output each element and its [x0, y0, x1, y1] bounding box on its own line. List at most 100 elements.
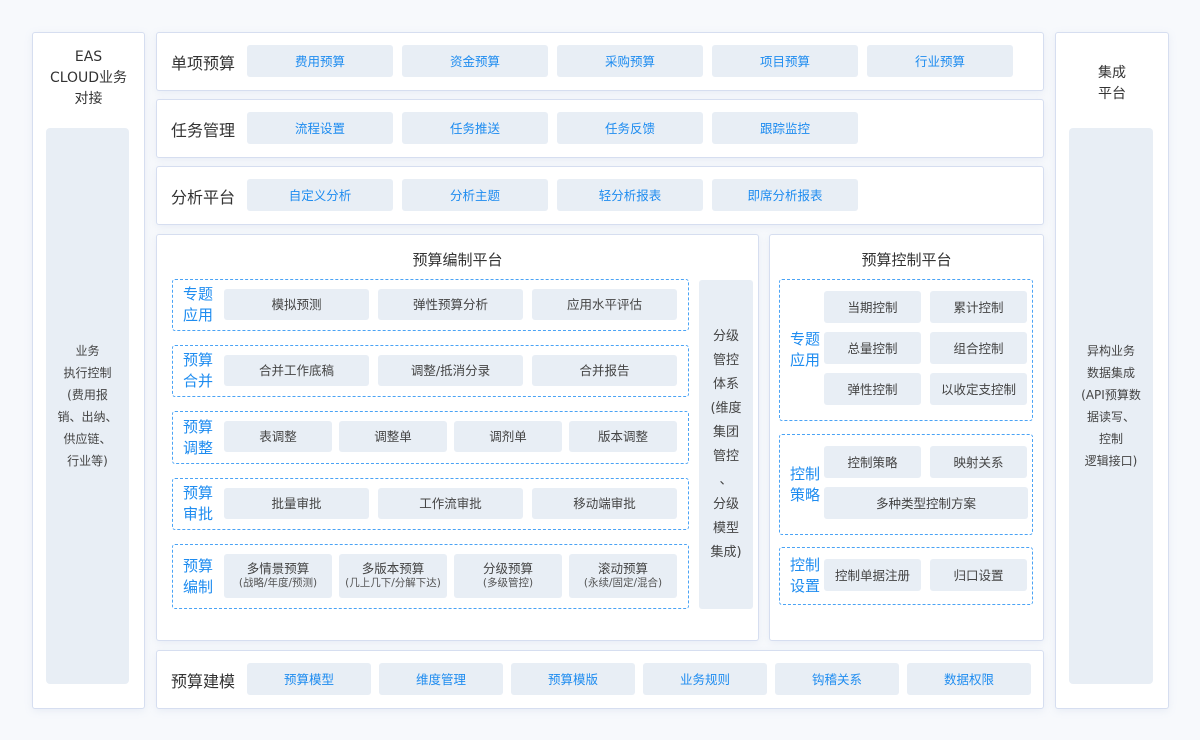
feature-button-label: 调剂单: [489, 429, 527, 444]
feature-button-label: 模拟预测: [271, 297, 322, 312]
module-button[interactable]: 采购预算: [557, 45, 703, 77]
control-group: 控制 设置控制单据注册归口设置: [779, 547, 1033, 605]
row-buttons: 自定义分析分析主题轻分析报表即席分析报表: [247, 179, 858, 211]
modeling-button[interactable]: 维度管理: [379, 663, 503, 695]
control-button[interactable]: 控制策略: [824, 446, 921, 478]
group-label: 控制 设置: [790, 556, 821, 595]
hierarchical-control-box: 分级 管控 体系 (维度 集团 管控 、 分级 模型 集成): [699, 280, 753, 609]
control-group: 专题 应用当期控制累计控制总量控制组合控制弹性控制以收定支控制: [779, 279, 1033, 421]
modeling-button[interactable]: 预算模版: [511, 663, 635, 695]
feature-button[interactable]: 调整/抵消分录: [378, 355, 523, 386]
row-buttons: 流程设置任务推送任务反馈跟踪监控: [247, 112, 858, 144]
feature-button-label: 工作流审批: [419, 496, 482, 511]
module-row: 分析平台自定义分析分析主题轻分析报表即席分析报表: [156, 166, 1044, 225]
feature-button-label: 弹性预算分析: [412, 297, 488, 312]
group-buttons: 控制策略映射关系多种类型控制方案: [824, 446, 1029, 519]
control-button[interactable]: 累计控制: [930, 291, 1027, 323]
feature-button-label: 合并工作底稿: [258, 363, 334, 378]
compile-group: 预算 审批批量审批工作流审批移动端审批: [172, 478, 689, 530]
compile-group: 专题 应用模拟预测弹性预算分析应用水平评估: [172, 279, 689, 331]
control-button[interactable]: 控制单据注册: [824, 559, 921, 591]
module-button[interactable]: 资金预算: [402, 45, 548, 77]
eas-cloud-title: EAS CLOUD业务 对接: [49, 49, 128, 107]
compile-group: 预算 合并 合并工作底稿 调整/抵消分录 合并报告: [172, 345, 689, 397]
module-button[interactable]: 费用预算: [247, 45, 393, 77]
feature-button-label: 分级预算: [482, 561, 533, 576]
business-execution-box: 业务 执行控制 (费用报 销、出纳、 供应链、 行业等): [46, 128, 129, 684]
feature-button[interactable]: 合并报告: [532, 355, 677, 386]
feature-button-label: 合并报告: [579, 363, 630, 378]
feature-button-sublabel: (几上几下/分解下达): [345, 577, 441, 589]
feature-button-label: 表调整: [259, 429, 297, 444]
row-label: 单项预算: [171, 53, 236, 73]
feature-button[interactable]: 调整单: [339, 421, 447, 452]
modeling-button[interactable]: 钩稽关系: [775, 663, 899, 695]
feature-button-label: 滚动预算: [597, 561, 648, 576]
module-button[interactable]: 跟踪监控: [712, 112, 858, 144]
feature-button[interactable]: 多情景预算(战略/年度/预测): [224, 554, 332, 598]
control-button[interactable]: 弹性控制: [824, 373, 921, 405]
module-button[interactable]: 轻分析报表: [557, 179, 703, 211]
group-buttons: 表调整 调整单 调剂单 版本调整: [224, 421, 677, 452]
feature-button-sublabel: (战略/年度/预测): [238, 577, 318, 589]
group-label: 预算 合并: [183, 351, 214, 390]
control-button[interactable]: 多种类型控制方案: [824, 487, 1028, 519]
compile-platform-title: 预算编制平台: [412, 251, 503, 269]
compile-group: 预算 调整 表调整 调整单 调剂单 版本调整: [172, 411, 689, 464]
control-button[interactable]: 当期控制: [824, 291, 921, 323]
module-row: 任务管理流程设置任务推送任务反馈跟踪监控: [156, 99, 1044, 158]
feature-button[interactable]: 移动端审批: [532, 488, 677, 519]
control-button[interactable]: 映射关系: [930, 446, 1027, 478]
feature-button-label: 多版本预算: [361, 561, 425, 576]
feature-button[interactable]: 批量审批: [224, 488, 369, 519]
integration-platform-panel: 集成 平台 异构业务 数据集成 (API预算数 据读写、 控制 逻辑接口): [1055, 32, 1169, 709]
module-button[interactable]: 即席分析报表: [712, 179, 858, 211]
group-label: 控制 策略: [790, 464, 821, 504]
feature-button-label: 移动端审批: [573, 496, 636, 511]
modeling-button[interactable]: 预算模型: [247, 663, 371, 695]
control-button[interactable]: 以收定支控制: [930, 373, 1027, 405]
heterogeneous-integration-box: 异构业务 数据集成 (API预算数 据读写、 控制 逻辑接口): [1069, 128, 1153, 684]
module-button[interactable]: 行业预算: [867, 45, 1013, 77]
group-buttons: 模拟预测 弹性预算分析 应用水平评估: [224, 289, 677, 320]
group-buttons: 合并工作底稿 调整/抵消分录 合并报告: [224, 355, 677, 386]
group-label: 预算 编制: [183, 556, 214, 596]
group-label: 预算 调整: [183, 417, 214, 457]
feature-button[interactable]: 合并工作底稿: [224, 355, 369, 386]
feature-button-label: 版本调整: [597, 429, 648, 444]
feature-button-sublabel: (多级管控): [482, 577, 534, 589]
compile-platform: 预算编制平台 专题 应用模拟预测弹性预算分析应用水平评估预算 合并合并工作底稿调…: [156, 234, 759, 641]
eas-cloud-panel: EAS CLOUD业务 对接 业务 执行控制 (费用报 销、出纳、 供应链、 行…: [32, 32, 145, 709]
feature-button-sublabel: (永续/固定/混合): [583, 577, 663, 589]
control-platform-title: 预算控制平台: [861, 251, 952, 269]
modeling-button[interactable]: 数据权限: [907, 663, 1031, 695]
feature-button[interactable]: 分级预算(多级管控): [454, 554, 562, 598]
module-button[interactable]: 项目预算: [712, 45, 858, 77]
group-buttons: 多情景预算(战略/年度/预测)多版本预算(几上几下/分解下达)分级预算(多级管控…: [224, 554, 677, 598]
feature-button[interactable]: 版本调整: [569, 421, 677, 452]
module-button[interactable]: 自定义分析: [247, 179, 393, 211]
feature-button[interactable]: 模拟预测: [224, 289, 369, 320]
feature-button[interactable]: 弹性预算分析: [378, 289, 523, 320]
feature-button[interactable]: 滚动预算(永续/固定/混合): [569, 554, 677, 598]
feature-button[interactable]: 应用水平评估: [532, 289, 677, 320]
row-label: 任务管理: [171, 120, 236, 140]
module-button[interactable]: 流程设置: [247, 112, 393, 144]
modeling-button[interactable]: 业务规则: [643, 663, 767, 695]
module-button[interactable]: 任务推送: [402, 112, 548, 144]
feature-button[interactable]: 工作流审批: [378, 488, 523, 519]
modeling-label: 预算建模: [171, 671, 236, 691]
group-buttons: 控制单据注册归口设置: [824, 559, 1029, 591]
control-button[interactable]: 归口设置: [930, 559, 1027, 591]
control-button[interactable]: 组合控制: [930, 332, 1027, 364]
module-button[interactable]: 任务反馈: [557, 112, 703, 144]
control-button[interactable]: 总量控制: [824, 332, 921, 364]
feature-button[interactable]: 多版本预算(几上几下/分解下达): [339, 554, 447, 598]
feature-button-label: 应用水平评估: [566, 297, 642, 312]
module-button[interactable]: 分析主题: [402, 179, 548, 211]
group-buttons: 批量审批 工作流审批 移动端审批: [224, 488, 677, 519]
feature-button[interactable]: 表调整: [224, 421, 332, 452]
group-label: 专题 应用: [790, 330, 821, 369]
compile-group: 预算 编制多情景预算(战略/年度/预测)多版本预算(几上几下/分解下达)分级预算…: [172, 544, 689, 609]
feature-button[interactable]: 调剂单: [454, 421, 562, 452]
